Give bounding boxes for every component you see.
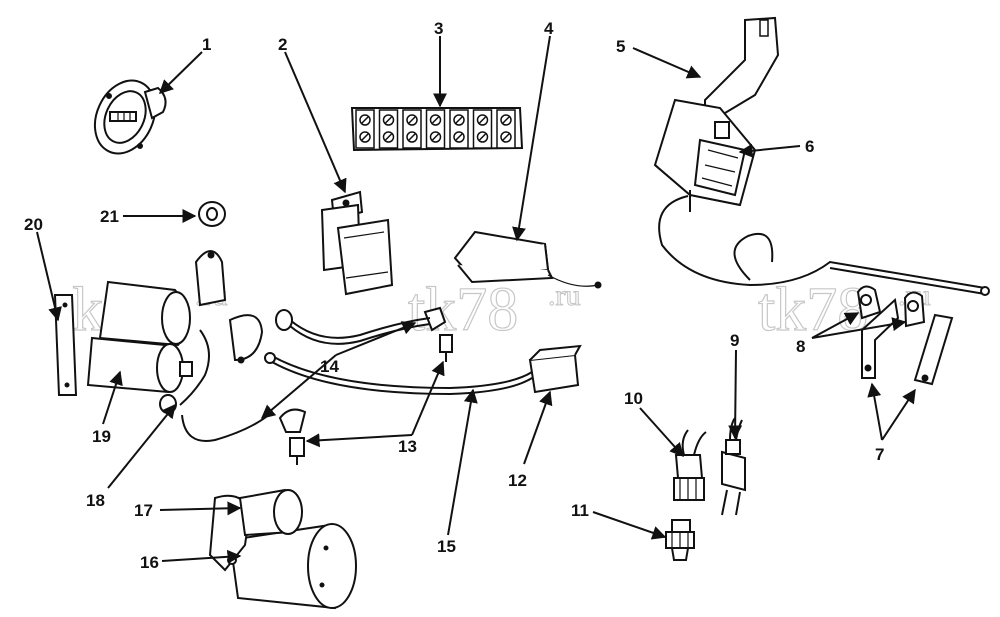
callout-16: 16 (140, 553, 159, 572)
part-3-terminal-strip (350, 107, 524, 152)
terminal-screw-slot (408, 133, 416, 141)
terminal-screw-slot (408, 116, 416, 124)
terminal-screw-slot (384, 116, 393, 124)
callout-11: 11 (571, 501, 589, 520)
leader-lines (36, 35, 916, 564)
callout-17: 17 (134, 501, 153, 520)
terminal-screw-slot (502, 116, 510, 124)
callout-8: 8 (796, 337, 805, 356)
part-8-clamps (856, 285, 926, 328)
callout-13: 13 (398, 437, 417, 456)
svg-text:.ru: .ru (548, 279, 581, 312)
callout-2: 2 (278, 35, 287, 54)
part-9-sender (721, 417, 746, 516)
part-16-starter-motor (208, 494, 357, 610)
part-12-connector-box (528, 344, 582, 394)
terminal-screw-slot (455, 116, 463, 124)
part-5-bracket-box (653, 16, 990, 296)
callout-4: 4 (544, 19, 554, 38)
svg-text:tk78: tk78 (758, 276, 868, 344)
part-15-harness (264, 352, 533, 396)
callout-labels: 1 2 3 4 5 6 7 8 9 10 11 12 13 14 15 16 1… (24, 19, 884, 572)
part-1-hour-meter (93, 79, 167, 155)
part-clamp (194, 250, 264, 364)
terminal-screw-slot (478, 133, 487, 141)
callout-9: 9 (730, 331, 739, 350)
callout-19: 19 (92, 427, 111, 446)
svg-text:tk78: tk78 (408, 276, 518, 344)
part-17-solenoid (238, 488, 303, 537)
terminal-screw-slot (384, 133, 393, 141)
part-10-switch (673, 429, 707, 501)
callout-20: 20 (24, 215, 43, 234)
part-20-mount-strip (53, 294, 78, 396)
part-21-grommet (198, 201, 226, 227)
part-11-fitting (665, 519, 695, 561)
callout-7: 7 (875, 445, 884, 464)
part-2-relay (320, 190, 394, 296)
callout-21: 21 (100, 207, 119, 226)
terminal-screw-slot (361, 133, 369, 141)
callout-5: 5 (616, 37, 625, 56)
callout-14: 14 (320, 357, 339, 376)
part-4-module-box (453, 230, 602, 289)
callout-15: 15 (437, 537, 456, 556)
terminal-screw-slot (361, 116, 369, 124)
terminal-screw-slot (431, 116, 440, 124)
callout-1: 1 (202, 35, 211, 54)
callout-6: 6 (805, 137, 814, 156)
terminal-screw-slot (478, 116, 487, 124)
callout-12: 12 (508, 471, 527, 490)
callout-18: 18 (86, 491, 105, 510)
terminal-screw-slot (502, 133, 510, 141)
terminal-screw-slot (455, 133, 463, 141)
part-13-connectors (278, 306, 453, 465)
callout-3: 3 (434, 19, 443, 38)
callout-10: 10 (624, 389, 643, 408)
watermark-center: tk78 .ru (407, 275, 581, 344)
part-7-straps (861, 298, 954, 386)
terminal-screw-slot (431, 133, 440, 141)
